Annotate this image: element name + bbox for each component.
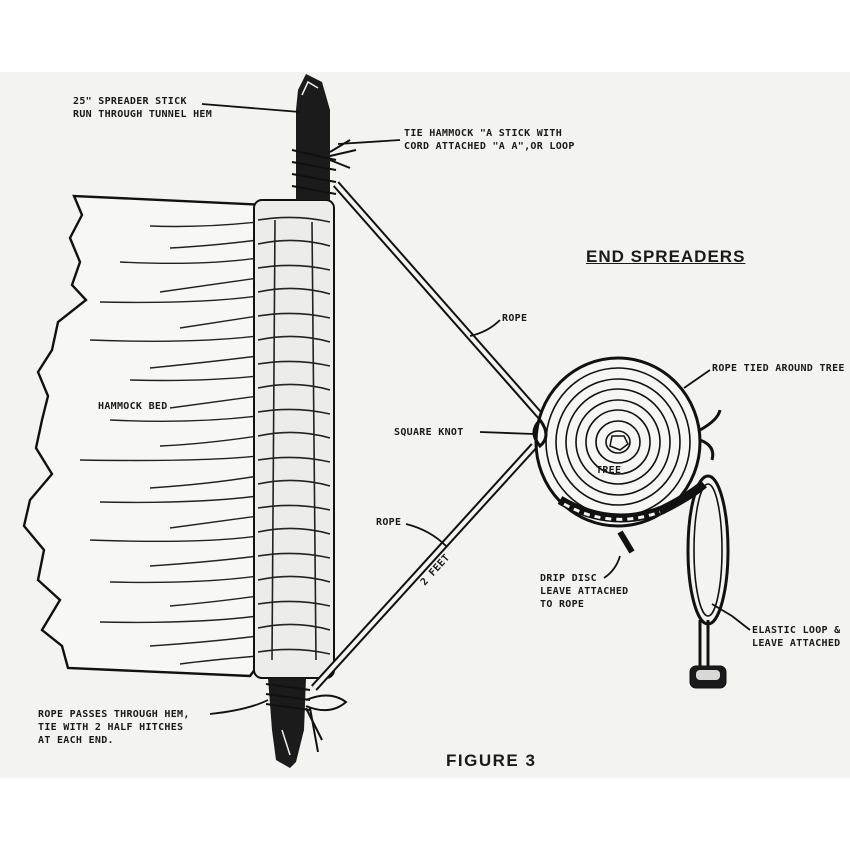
square-knot <box>532 417 548 449</box>
tie-hammock-label: TIE HAMMOCK "A STICK WITH CORD ATTACHED … <box>404 128 575 152</box>
tree-label: TREE <box>596 465 622 476</box>
drip-disc-label: DRIP DISC LEAVE ATTACHED TO ROPE <box>540 573 629 610</box>
diagram-title: END SPREADERS <box>586 247 746 266</box>
hammock-fabric-folds <box>79 221 259 665</box>
elastic-loop <box>686 474 730 689</box>
rope-lower-label: ROPE <box>376 517 402 528</box>
rope-tied-around-tree-label: ROPE TIED AROUND TREE <box>712 363 845 374</box>
rope-passes-label: ROPE PASSES THROUGH HEM, TIE WITH 2 HALF… <box>38 709 190 746</box>
bottom-lashing <box>265 683 348 753</box>
hammock-bed-label: HAMMOCK BED <box>98 401 168 412</box>
hammock-bed-fabric <box>22 194 270 678</box>
leader-lines <box>201 103 751 715</box>
spreader-stick <box>268 74 330 768</box>
top-lashing <box>291 139 357 195</box>
rope-top-label: ROPE <box>502 313 528 324</box>
spreader-stick-label: 25" SPREADER STICK RUN THROUGH TUNNEL HE… <box>73 96 213 120</box>
drip-disc <box>617 530 635 554</box>
figure-caption: FIGURE 3 <box>446 751 537 770</box>
elastic-loop-label: ELASTIC LOOP & LEAVE ATTACHED <box>752 625 841 649</box>
hem-gathers <box>257 216 331 661</box>
tunnel-hem <box>253 199 335 679</box>
square-knot-label: SQUARE KNOT <box>394 427 464 438</box>
ropes <box>311 181 548 691</box>
rope-around-tree <box>557 409 722 523</box>
